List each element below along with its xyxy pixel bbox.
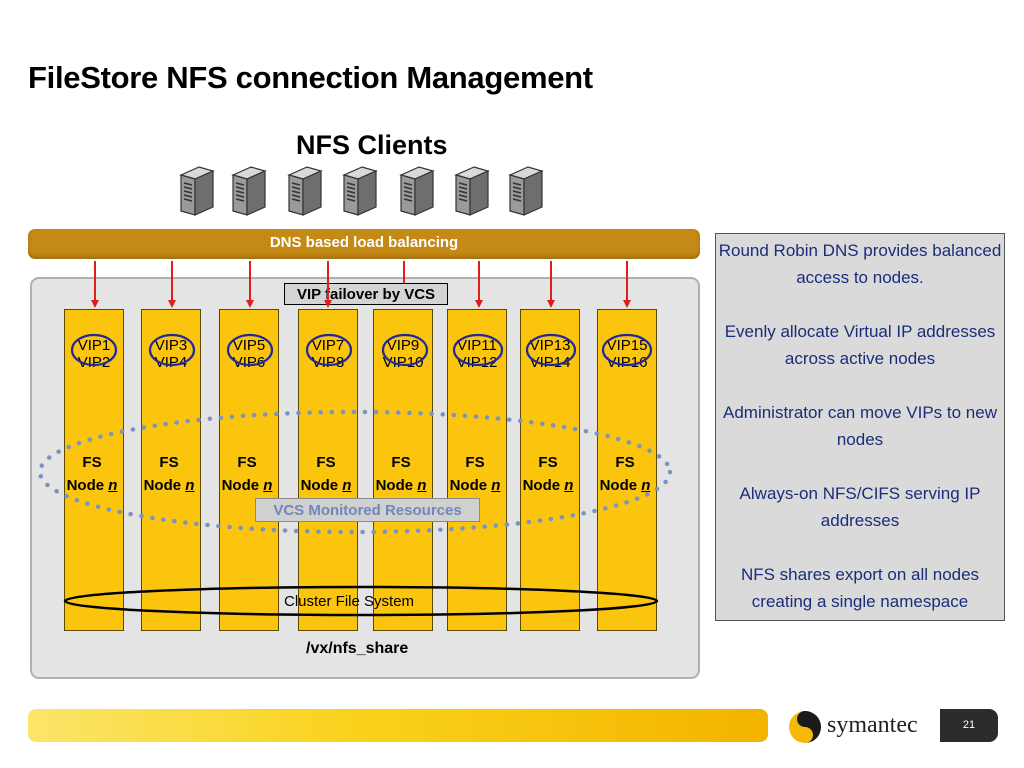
server-icon (229, 165, 269, 217)
node-variable: n (417, 477, 427, 494)
fs-node-label: FS Node n (590, 451, 660, 497)
fs-label: FS (82, 454, 102, 471)
fs-label: FS (159, 454, 179, 471)
fs-node-label: FS Node n (212, 451, 282, 497)
server-icon (397, 165, 437, 217)
vip-label: VIP16 (606, 354, 648, 371)
node-variable: n (491, 477, 501, 494)
server-icon (452, 165, 492, 217)
fs-node-label: FS Node n (366, 451, 436, 497)
fs-label: FS (316, 454, 336, 471)
vip-label: VIP5 (232, 337, 266, 354)
page-number: 21 (940, 709, 998, 742)
vip-label: VIP10 (382, 354, 424, 371)
vip-label: VIP1 (77, 337, 111, 354)
cluster-file-system-label: Cluster File System (284, 593, 415, 610)
fs-node-label: FS Node n (513, 451, 583, 497)
node-word: Node (143, 477, 182, 494)
vip-label: VIP7 (311, 337, 345, 354)
dns-load-balancing-bar: DNS based load balancing (28, 229, 700, 259)
vip-label: VIP13 (529, 337, 571, 354)
fs-label: FS (391, 454, 411, 471)
node-word: Node (449, 477, 488, 494)
fs-label: FS (538, 454, 558, 471)
fs-label: FS (615, 454, 635, 471)
symantec-logo: symantec (787, 708, 927, 744)
vip-label: VIP15 (606, 337, 648, 354)
info-paragraph: Evenly allocate Virtual IP addresses acr… (724, 322, 996, 368)
info-paragraph: Always-on NFS/CIFS serving IP addresses (739, 484, 981, 530)
fs-node-label: FS Node n (291, 451, 361, 497)
node-word: Node (375, 477, 414, 494)
nfs-share-path: /vx/nfs_share (306, 640, 409, 657)
vip-label: VIP4 (154, 354, 188, 371)
node-variable: n (564, 477, 574, 494)
symantec-logo-icon (789, 711, 821, 743)
node-word: Node (221, 477, 260, 494)
info-box: Round Robin DNS provides balanced access… (715, 233, 1005, 621)
vcs-monitored-resources-label: VCS Monitored Resources (255, 498, 480, 522)
server-icon (285, 165, 325, 217)
vip-label: VIP3 (154, 337, 188, 354)
fs-node-label: FS Node n (440, 451, 510, 497)
info-paragraph: NFS shares export on all nodes creating … (740, 565, 980, 611)
fs-label: FS (465, 454, 485, 471)
vip-label: VIP8 (311, 354, 345, 371)
fs-node-label: FS Node n (57, 451, 127, 497)
vip-label: VIP14 (529, 354, 571, 371)
node-variable: n (108, 477, 118, 494)
nfs-clients-title: NFS Clients (296, 130, 448, 160)
node-variable: n (641, 477, 651, 494)
slide-title: FileStore NFS connection Management (28, 60, 593, 95)
fs-label: FS (237, 454, 257, 471)
node-variable: n (263, 477, 273, 494)
vip-label: VIP11 (457, 337, 497, 354)
node-word: Node (300, 477, 339, 494)
info-paragraph: Round Robin DNS provides balanced access… (718, 241, 1002, 287)
node-word: Node (66, 477, 105, 494)
footer-bar (28, 709, 768, 742)
fs-node-label: FS Node n (134, 451, 204, 497)
vip-label: VIP2 (77, 354, 111, 371)
info-paragraph: Administrator can move VIPs to new nodes (722, 403, 997, 449)
node-variable: n (185, 477, 195, 494)
server-icon (177, 165, 217, 217)
server-icon (506, 165, 546, 217)
dns-bar-label: DNS based load balancing (269, 234, 459, 251)
vip-label: VIP9 (386, 337, 420, 354)
vip-label: VIP6 (232, 354, 266, 371)
server-icon (340, 165, 380, 217)
vip-failover-label: VIP failover by VCS (284, 283, 448, 305)
node-word: Node (522, 477, 561, 494)
node-variable: n (342, 477, 352, 494)
vip-label: VIP12 (456, 354, 498, 371)
symantec-wordmark: symantec (827, 712, 918, 738)
node-word: Node (599, 477, 638, 494)
